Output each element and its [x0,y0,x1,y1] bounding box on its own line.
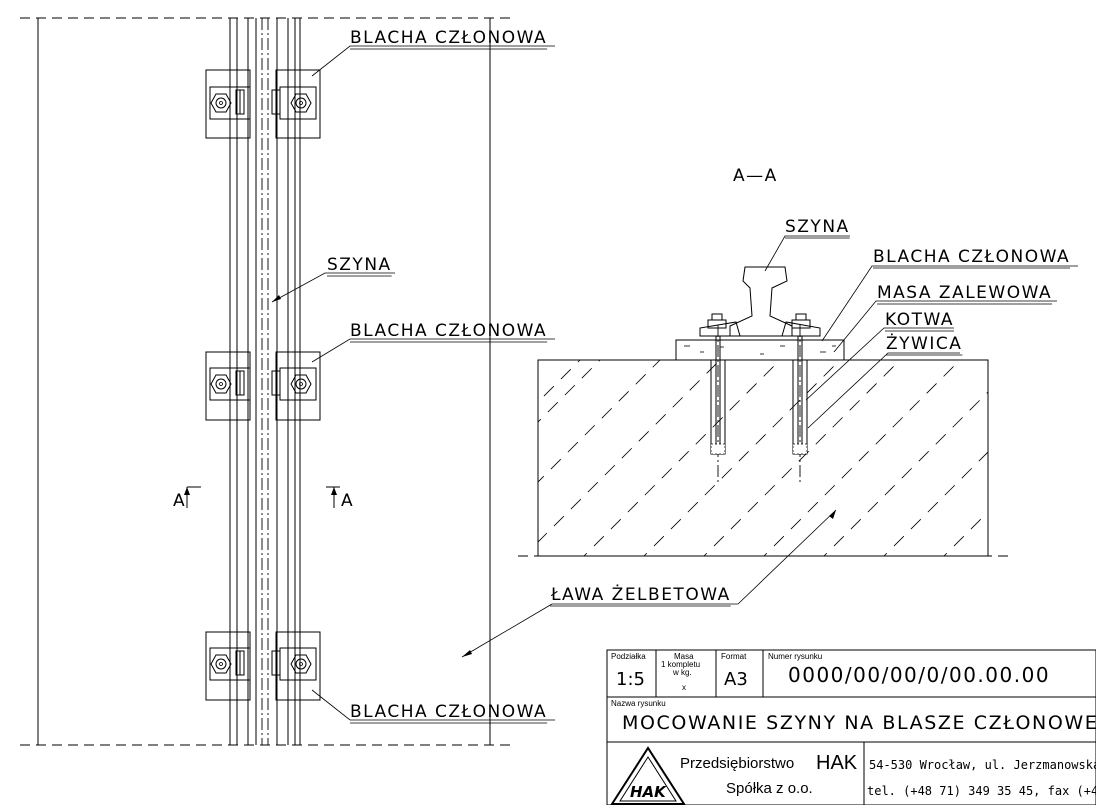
label-szyna-plan: SZYNA [327,255,392,275]
concrete-hatch [538,360,988,556]
section-marker-right: A [326,486,354,511]
company-name: Przedsiębiorstwo [680,755,794,772]
company-brand: HAK [816,752,858,774]
clamp-group-bottom [205,631,321,701]
section-marker-left: A [173,486,201,511]
leader-szyna-plan [271,272,395,303]
drawing-name: MOCOWANIE SZYNY NA BLASZE CZŁONOWEJ [622,712,1096,734]
label-lawa: ŁAWA ŻELBETOWA [550,584,731,605]
leader-lawa-section [737,509,837,605]
name-header: Nazwa rysunku [611,699,666,708]
logo-text: HAK [630,783,667,801]
leader-blacha-section [821,265,1078,342]
leader-kotwa [805,327,954,401]
scale-header: Podziałka [611,652,646,661]
leader-lawa-plan [461,603,553,658]
company-logo: HAK [610,746,686,805]
leader-blacha-top [311,45,555,77]
label-blacha-section: BLACHA CZŁONOWA [873,247,1070,267]
section-marker-right-text: A [341,491,354,511]
leader-zywica [807,352,960,429]
label-kotwa: KOTWA [885,310,954,330]
label-masa: MASA ZALEWOWA [877,283,1052,303]
clamp-group-middle [205,351,321,421]
drawing-number: 0000/00/00/0/00.00.00 [788,663,1050,687]
leader-szyna-section [764,235,850,272]
company-phone: tel. (+48 71) 349 35 45, fax (+48 71) 34… [867,784,1096,798]
leader-blacha-middle [311,338,555,363]
mass-header: Masa [674,652,694,661]
base-plate [675,339,845,361]
section-view: A—A [461,166,1078,658]
label-blacha-bottom: BLACHA CZŁONOWA [350,702,547,722]
anchor-left [710,325,726,485]
section-marker-left-text: A [173,491,186,511]
anchor-right [792,325,808,485]
leader-masa [833,300,1057,353]
section-title: A—A [733,166,778,186]
title-block: Podziałka 1:5 Masa 1 kompletu w kg. x Fo… [606,649,1096,805]
leader-blacha-bottom [311,689,555,721]
clamp-group-top [205,69,321,139]
mass-value: x [682,683,686,692]
company-form: Spółka z o.o. [726,780,813,797]
concrete-foundation [537,359,989,557]
format-value: A3 [724,669,748,690]
plan-view: BLACHA CZŁONOWA BLACHA CZŁONOWA BLACHA C… [20,17,555,746]
scale-value: 1:5 [616,669,645,690]
label-blacha-middle: BLACHA CZŁONOWA [350,321,547,341]
mass-sub-2: w kg. [672,668,692,677]
label-zywica: ŻYWICA [886,333,962,354]
company-address: 54-530 Wrocław, ul. Jerzmanowska 73 [869,758,1096,772]
format-header: Format [721,652,747,661]
mass-sub-1: 1 kompletu [661,660,700,669]
label-blacha-top: BLACHA CZŁONOWA [350,28,547,48]
clamp-left [699,313,741,337]
number-header: Numer rysunku [768,652,822,661]
clamp-right [781,313,821,337]
rail-profile [729,266,793,337]
label-szyna-section: SZYNA [785,217,850,237]
